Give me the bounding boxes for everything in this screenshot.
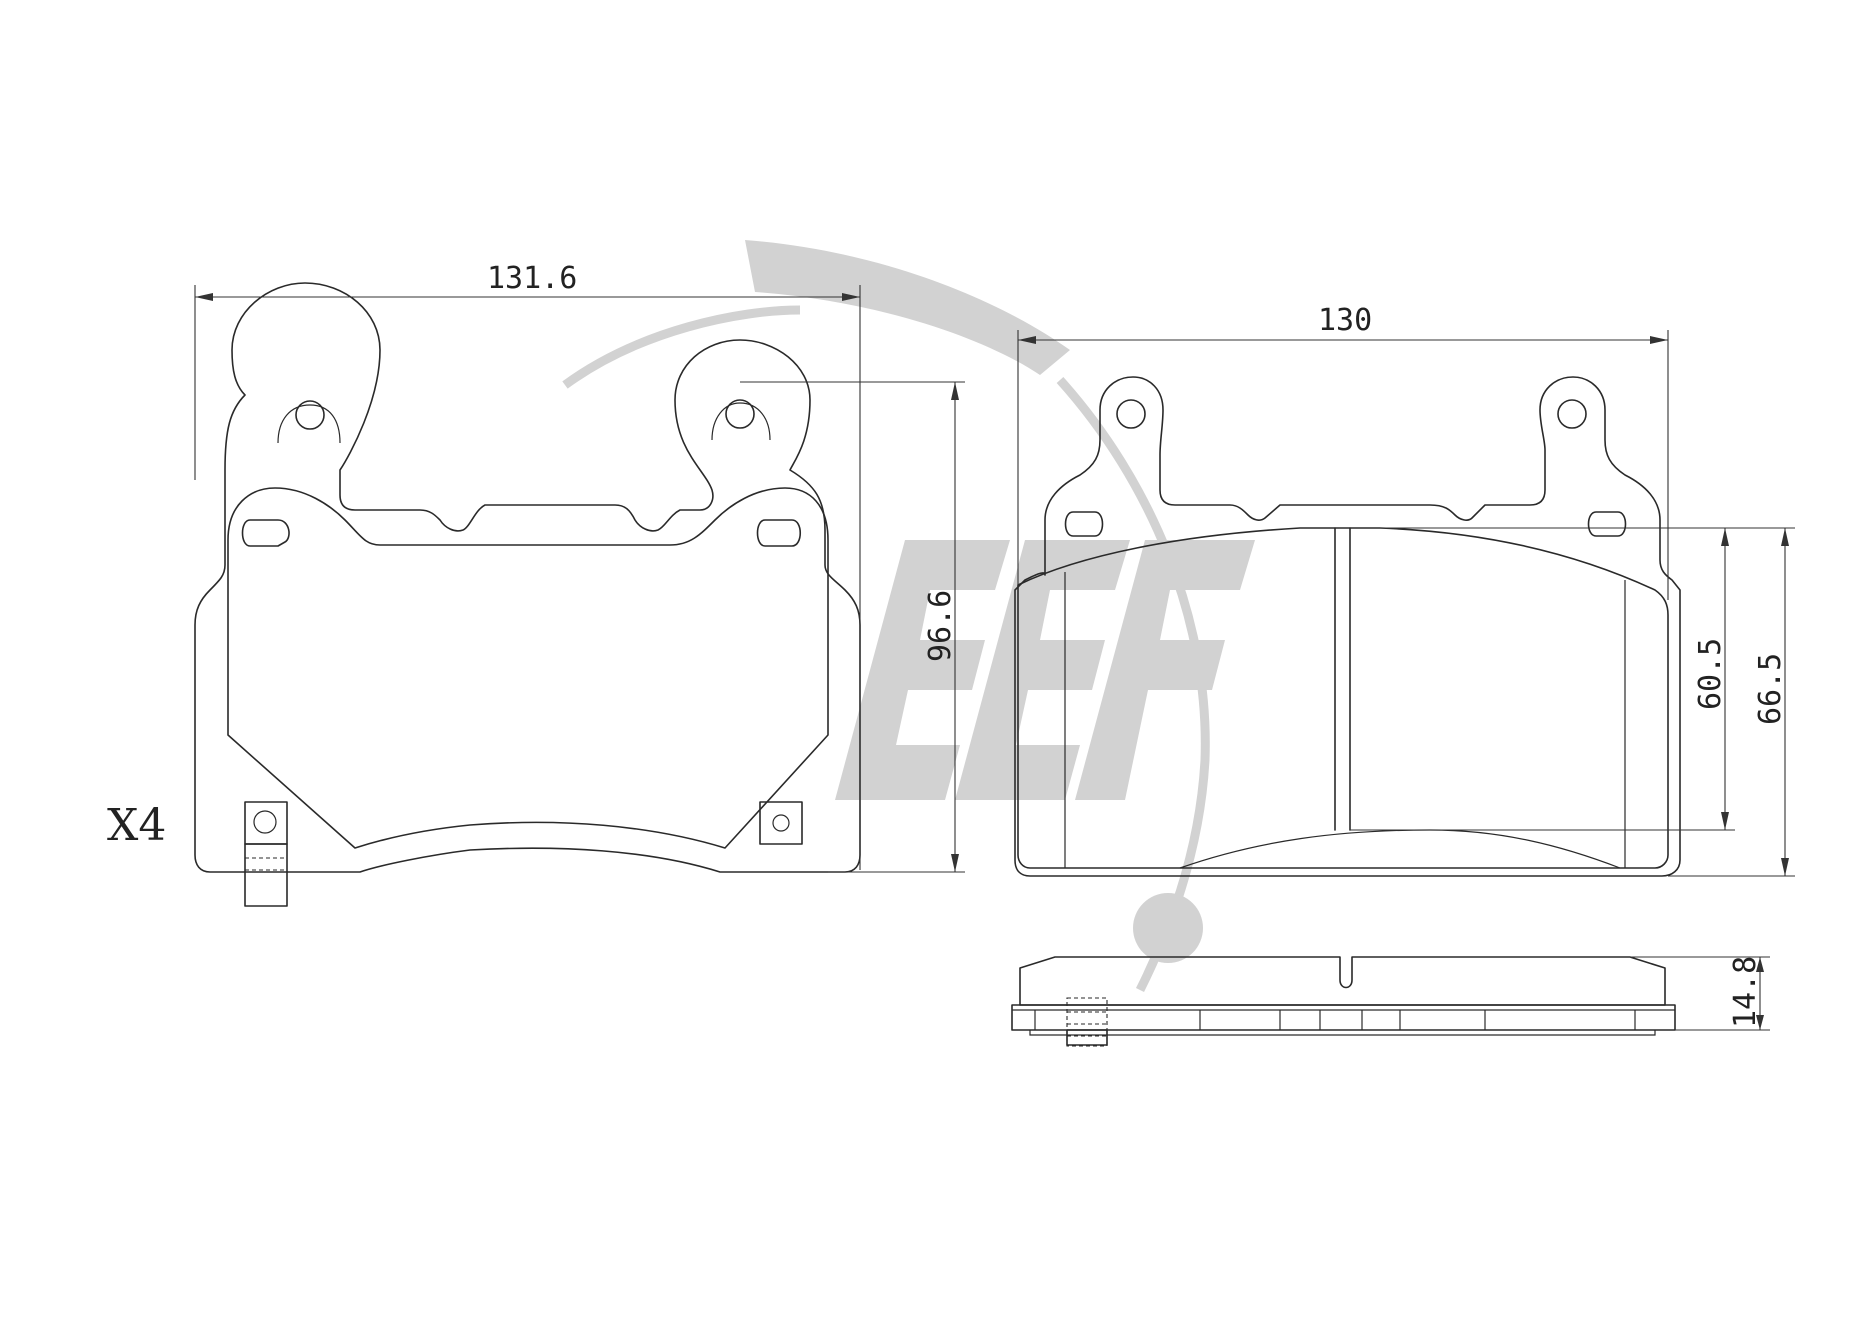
rear-slot-left [1064,511,1104,537]
front-height-dimension: 96.6 [740,381,965,873]
rear-pad-view [1014,376,1681,877]
side-friction-layer [1019,956,1666,1006]
side-profile-view [1011,956,1676,1047]
front-width-dimension: 131.6 [194,261,861,870]
thickness-dimension: 14.8 [1630,956,1770,1031]
rear-backing-plate-outline [1014,376,1681,877]
side-backing-plate [1011,1004,1676,1031]
eef-logo-watermark-icon [562,240,1255,993]
rear-left-ear-hole [1116,399,1146,429]
thickness-label: 14.8 [1728,956,1763,1028]
front-friction-material [227,487,829,849]
rear-outer-height-label: 66.5 [1753,653,1788,725]
rear-inner-height-dimension: 60.5 [1350,527,1795,831]
front-pad-view [194,282,861,907]
front-wear-sensor-clip [244,843,288,907]
quantity-label: X4 [107,800,166,851]
front-wear-sensor-left [244,801,288,845]
front-wear-sensor-right [759,801,803,845]
rear-slot-right [1587,511,1627,537]
front-backing-plate-outline [194,282,861,873]
side-sensor-clip [1066,997,1108,1047]
rear-width-dimension: 130 [1017,303,1669,600]
front-left-ear-hole [295,400,325,430]
front-slot-right [756,519,802,547]
front-height-label: 96.6 [923,590,958,662]
rear-inner-height-label: 60.5 [1693,638,1728,710]
rear-right-ear-hole [1557,399,1587,429]
front-width-label: 131.6 [487,261,577,296]
rear-width-label: 130 [1318,303,1372,338]
front-slot-left [241,519,290,547]
rear-outer-height-dimension: 66.5 [1668,528,1795,877]
front-right-ear-hole [725,399,755,429]
side-sensor-base [1066,1029,1108,1046]
rear-friction-material [1017,527,1669,869]
